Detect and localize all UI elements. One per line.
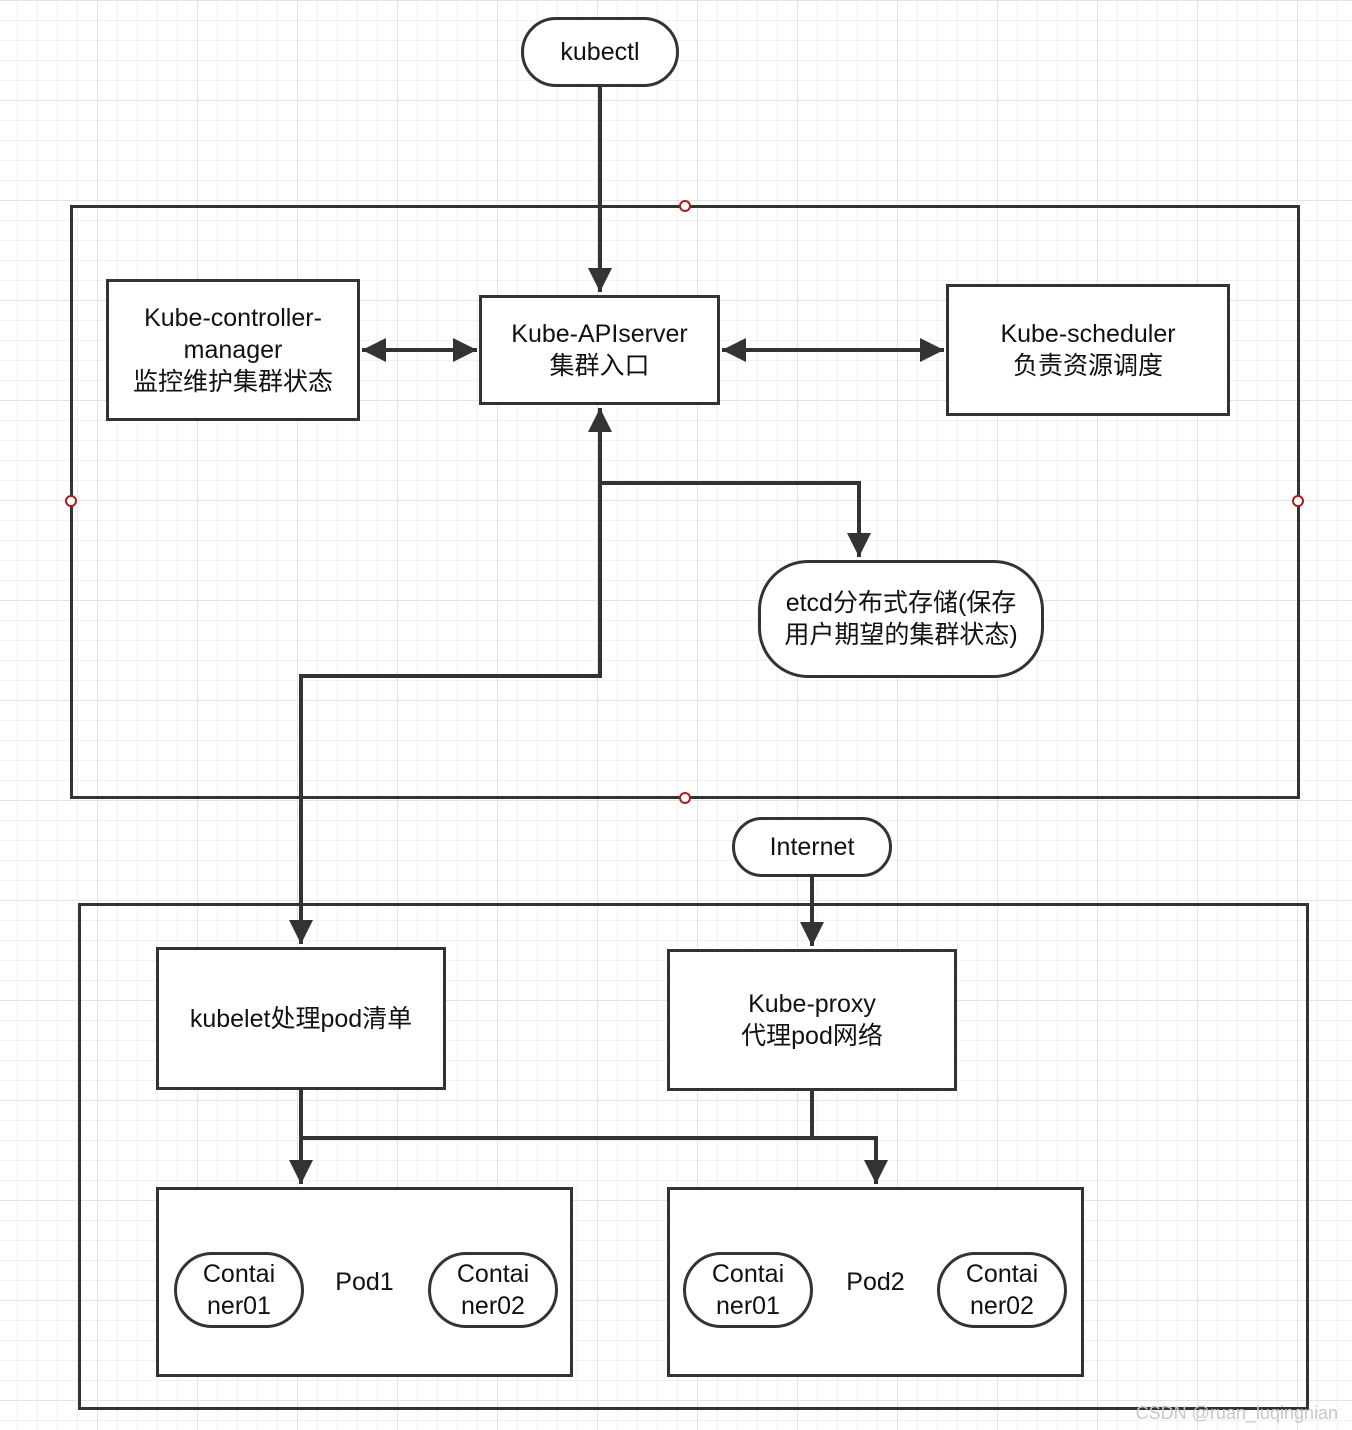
etcd-label: etcd分布式存储(保存 用户期望的集群状态) xyxy=(784,589,1018,649)
worker-frame xyxy=(78,903,1309,1410)
selection-handle-top[interactable] xyxy=(679,200,691,212)
kubelet-node[interactable]: kubelet处理pod清单 xyxy=(156,947,446,1090)
edge-proxy-pod2 xyxy=(810,1091,888,1184)
pod2-label: Pod2 xyxy=(846,1268,905,1296)
pod1-container02-label: Contai ner02 xyxy=(456,1260,530,1320)
watermark-text: CSDN @ruan_luqingnian xyxy=(1135,1403,1338,1423)
scheduler-label: Kube-scheduler 负责资源调度 xyxy=(1000,320,1176,380)
kubelet-label: kubelet处理pod清单 xyxy=(189,1004,413,1033)
edge-apiserver-kubelet xyxy=(289,408,612,944)
pod2-container02[interactable]: Contai ner02 xyxy=(937,1252,1067,1328)
etcd-node[interactable]: etcd分布式存储(保存 用户期望的集群状态) xyxy=(758,560,1044,678)
pod1-container02[interactable]: Contai ner02 xyxy=(428,1252,558,1328)
apiserver-label: Kube-APIserver 集群入口 xyxy=(511,320,688,380)
kubectl-node[interactable]: kubectl xyxy=(521,17,679,87)
apiserver-node[interactable]: Kube-APIserver 集群入口 xyxy=(479,295,720,405)
controller-manager-label: Kube-controller- manager 监控维护集群状态 xyxy=(132,304,333,396)
controller-manager-node[interactable]: Kube-controller- manager 监控维护集群状态 xyxy=(106,279,360,421)
kube-proxy-node[interactable]: Kube-proxy 代理pod网络 xyxy=(667,949,957,1091)
pod1-container01[interactable]: Contai ner01 xyxy=(174,1252,304,1328)
pod2-container02-label: Contai ner02 xyxy=(965,1260,1039,1320)
scheduler-node[interactable]: Kube-scheduler 负责资源调度 xyxy=(946,284,1230,416)
kube-proxy-label: Kube-proxy 代理pod网络 xyxy=(741,990,883,1050)
pod1-container01-label: Contai ner01 xyxy=(202,1260,276,1320)
pod2-container01-label: Contai ner01 xyxy=(711,1260,785,1320)
edge-apiserver-etcd xyxy=(600,481,871,557)
kubectl-label: kubectl xyxy=(560,38,640,66)
selection-handle-left[interactable] xyxy=(65,495,77,507)
selection-handle-bottom[interactable] xyxy=(679,792,691,804)
pod2-container01[interactable]: Contai ner01 xyxy=(683,1252,813,1328)
internet-label: Internet xyxy=(769,833,855,861)
internet-node[interactable]: Internet xyxy=(732,817,892,877)
selection-handle-right[interactable] xyxy=(1292,495,1304,507)
pod1-label: Pod1 xyxy=(335,1268,394,1296)
